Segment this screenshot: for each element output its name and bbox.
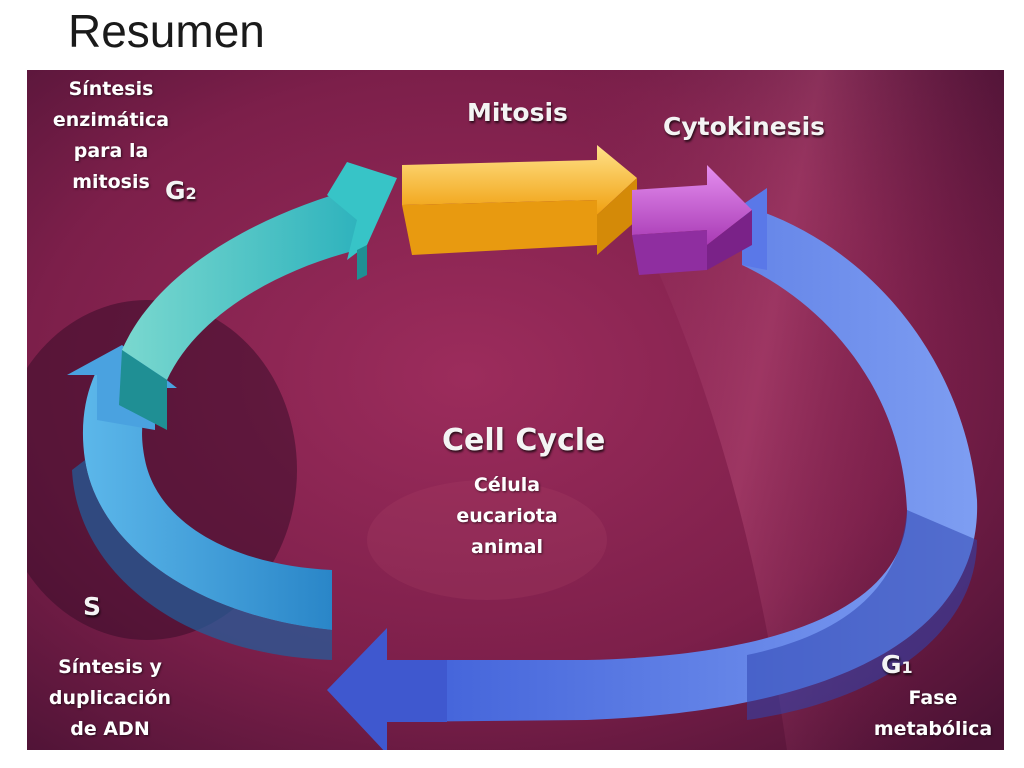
s-label: S xyxy=(83,592,102,621)
g1-label: G1 xyxy=(881,650,913,679)
cell-cycle-label: Cell Cycle xyxy=(442,423,606,458)
s-arrow xyxy=(82,370,332,630)
g2-arrow xyxy=(122,188,357,380)
slide-title: Resumen xyxy=(68,5,265,57)
cytokinesis-arrow xyxy=(632,165,752,245)
g2-arrowhead xyxy=(327,162,397,260)
cytokinesis-label: Cytokinesis xyxy=(663,112,826,141)
mitosis-arrow xyxy=(402,145,637,215)
cell-cycle-diagram: Mitosis Cytokinesis G2 S G1 Cell Cycle S… xyxy=(27,70,1004,750)
mitosis-label: Mitosis xyxy=(467,98,568,127)
g1-arrowhead xyxy=(327,628,447,750)
cell-cycle-graphic xyxy=(27,70,1004,750)
g2-label: G2 xyxy=(165,176,197,205)
